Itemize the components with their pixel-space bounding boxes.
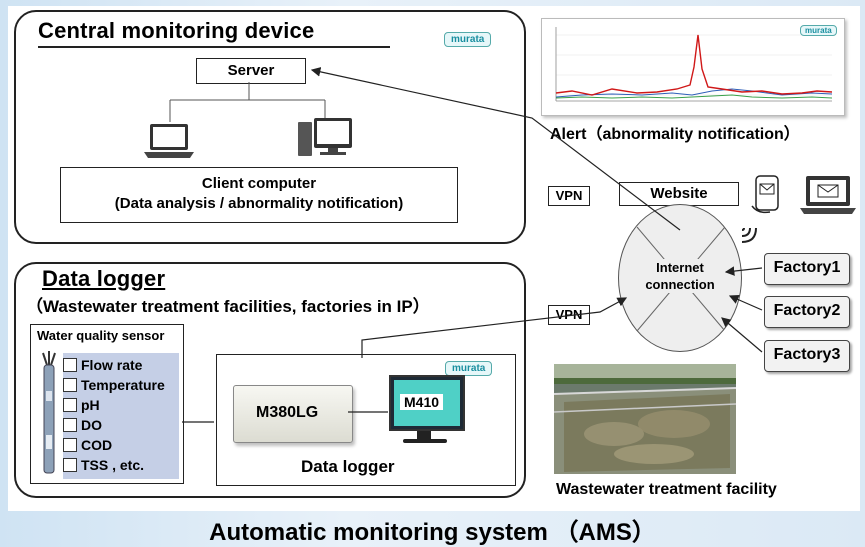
wastewater-facility-photo (554, 364, 736, 474)
factory-2: Factory2 (764, 296, 850, 328)
checkbox-icon (63, 398, 77, 412)
sensor-item: Flow rate (63, 355, 179, 375)
m380lg-label: M380LG (256, 404, 319, 421)
sensor-label: Flow rate (81, 357, 143, 373)
murata-logo: murata (444, 32, 492, 47)
vpn-label-upper: VPN (548, 186, 590, 206)
logger-device-box: murata M380LG M410 Data logger (216, 354, 516, 486)
murata-logo: murata (445, 361, 493, 376)
website-label: Website (650, 185, 708, 202)
sensor-item: COD (63, 435, 179, 455)
m410-stand (417, 431, 431, 439)
sensor-label: COD (81, 437, 113, 453)
sensor-item: TSS , etc. (63, 455, 179, 475)
data-logger-panel: Data logger （Wastewater treatment facili… (14, 262, 526, 498)
server-box: Server (196, 58, 306, 84)
factory-3: Factory3 (764, 340, 850, 372)
laptop-icon (144, 124, 194, 158)
alert-series-blue (555, 88, 833, 98)
alert-label: Alert（abnormality notification） (550, 126, 800, 143)
internet-label-line2: connection (643, 276, 717, 293)
vpn-label-lower: VPN (548, 305, 590, 325)
logger-box-label: Data logger (301, 457, 395, 476)
internet-label: Internet connection (619, 259, 741, 293)
m410-monitor: M410 (389, 375, 465, 431)
sensor-list: Flow rate Temperature pH DO COD TSS , et… (63, 353, 179, 479)
murata-logo: murata (800, 25, 837, 36)
sensor-label: DO (81, 417, 102, 433)
central-title: Central monitoring device (38, 18, 315, 43)
water-quality-sensor-box: Water quality sensor Flow rate Temperatu… (30, 324, 184, 484)
laptop-mail-icon (800, 176, 856, 214)
smartphone-mail-icon (751, 175, 779, 214)
central-monitoring-panel: Central monitoring device murata Server … (14, 10, 526, 244)
logger-subtitle: （Wastewater treatment facilities, factor… (26, 297, 430, 316)
client-line2: (Data analysis / abnormality notificatio… (114, 195, 404, 212)
logger-title: Data logger (42, 266, 166, 291)
facility-label: Wastewater treatment facility (556, 481, 777, 498)
m410-base (403, 439, 447, 443)
alert-chart-image: murata (541, 18, 845, 116)
server-label: Server (227, 62, 275, 79)
footer-title: Automatic monitoring system （AMS） (209, 519, 656, 546)
sensor-item: DO (63, 415, 179, 435)
internet-label-line1: Internet (654, 259, 706, 276)
wireless-signal-icon (741, 227, 757, 243)
client-line1: Client computer (201, 175, 317, 192)
client-computer-box: Client computer (Data analysis / abnorma… (60, 167, 458, 223)
m410-label: M410 (400, 394, 444, 410)
desktop-computer-icon (298, 118, 352, 156)
checkbox-icon (63, 438, 77, 452)
internet-connection-node: Internet connection (618, 204, 742, 352)
website-box: Website (619, 182, 739, 206)
checkbox-icon (63, 458, 77, 472)
sensor-probe-icon (38, 351, 60, 477)
sensor-item: Temperature (63, 375, 179, 395)
sensor-label: Temperature (81, 377, 165, 393)
sensor-item: pH (63, 395, 179, 415)
checkbox-icon (63, 378, 77, 392)
sensor-label: pH (81, 397, 100, 413)
m380lg-device: M380LG (233, 385, 353, 443)
sensor-label: TSS , etc. (81, 457, 145, 473)
alert-series-red (555, 34, 833, 96)
central-title-underline (38, 46, 390, 48)
alert-series-green (555, 94, 833, 99)
checkbox-icon (63, 358, 77, 372)
m410-screen: M410 (394, 380, 460, 426)
checkbox-icon (63, 418, 77, 432)
factory-1: Factory1 (764, 253, 850, 285)
sensor-title: Water quality sensor (37, 328, 165, 343)
